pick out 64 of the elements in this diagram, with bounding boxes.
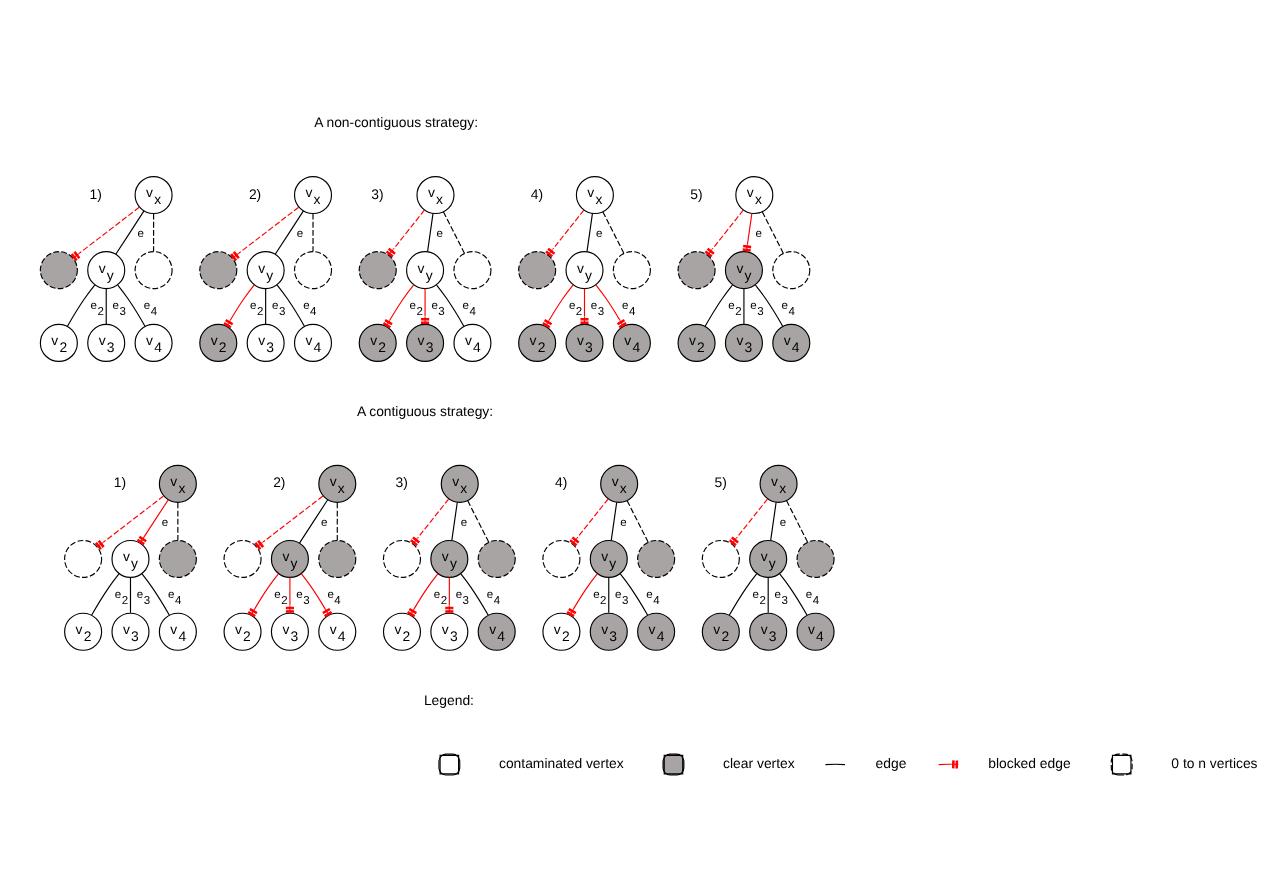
- connector: [276, 283, 306, 326]
- connector: [728, 497, 769, 546]
- connector: [586, 211, 594, 251]
- connector: [91, 572, 120, 615]
- node-circle: [612, 250, 651, 289]
- connector: [619, 572, 649, 615]
- connector: [274, 209, 304, 254]
- connector: [230, 205, 300, 261]
- connector: [254, 494, 324, 549]
- connector: [298, 498, 329, 543]
- connector: [115, 209, 145, 254]
- connector: [704, 208, 744, 257]
- connector: [566, 572, 598, 617]
- connector: [427, 211, 434, 251]
- connector: [407, 572, 439, 617]
- node-circle: [293, 250, 333, 289]
- connector: [786, 499, 809, 542]
- connector: [436, 283, 465, 326]
- connector: [136, 498, 169, 545]
- node-circle: [796, 538, 835, 577]
- connector: [767, 575, 769, 613]
- node-circle: [158, 538, 197, 577]
- connector: [743, 287, 745, 324]
- connector: [177, 501, 179, 540]
- connector: [105, 287, 107, 324]
- connector: [460, 572, 489, 615]
- connector: [312, 212, 314, 252]
- connector: [336, 501, 338, 540]
- connector: [94, 494, 165, 549]
- connector: [153, 212, 155, 252]
- connector: [421, 287, 430, 324]
- connector: [129, 575, 132, 613]
- node-circle: [134, 250, 173, 289]
- connector: [569, 497, 609, 546]
- connector: [265, 287, 267, 324]
- connector: [728, 572, 758, 615]
- connector: [300, 572, 333, 617]
- node-circle: [772, 250, 811, 289]
- connector: [385, 208, 425, 257]
- connector: [409, 497, 450, 546]
- connector: [451, 500, 458, 540]
- connector: [117, 283, 146, 326]
- connector: [382, 283, 415, 328]
- connector: [70, 205, 140, 261]
- connector: [770, 500, 777, 540]
- node-circle: [637, 538, 676, 577]
- connector: [761, 210, 784, 253]
- connector: [141, 572, 170, 615]
- connector: [545, 208, 585, 257]
- node-circle: [453, 250, 492, 289]
- connector: [608, 575, 610, 613]
- connector: [779, 572, 808, 615]
- connector: [247, 572, 279, 617]
- connector: [467, 499, 490, 542]
- connector: [66, 283, 96, 326]
- connector: [754, 283, 784, 326]
- connector: [442, 210, 465, 253]
- connector: [610, 500, 618, 540]
- connector: [223, 283, 255, 328]
- node-circle: [477, 538, 516, 577]
- node-circle: [318, 538, 357, 577]
- connector: [602, 210, 625, 253]
- connector: [704, 283, 733, 326]
- connector: [626, 499, 649, 542]
